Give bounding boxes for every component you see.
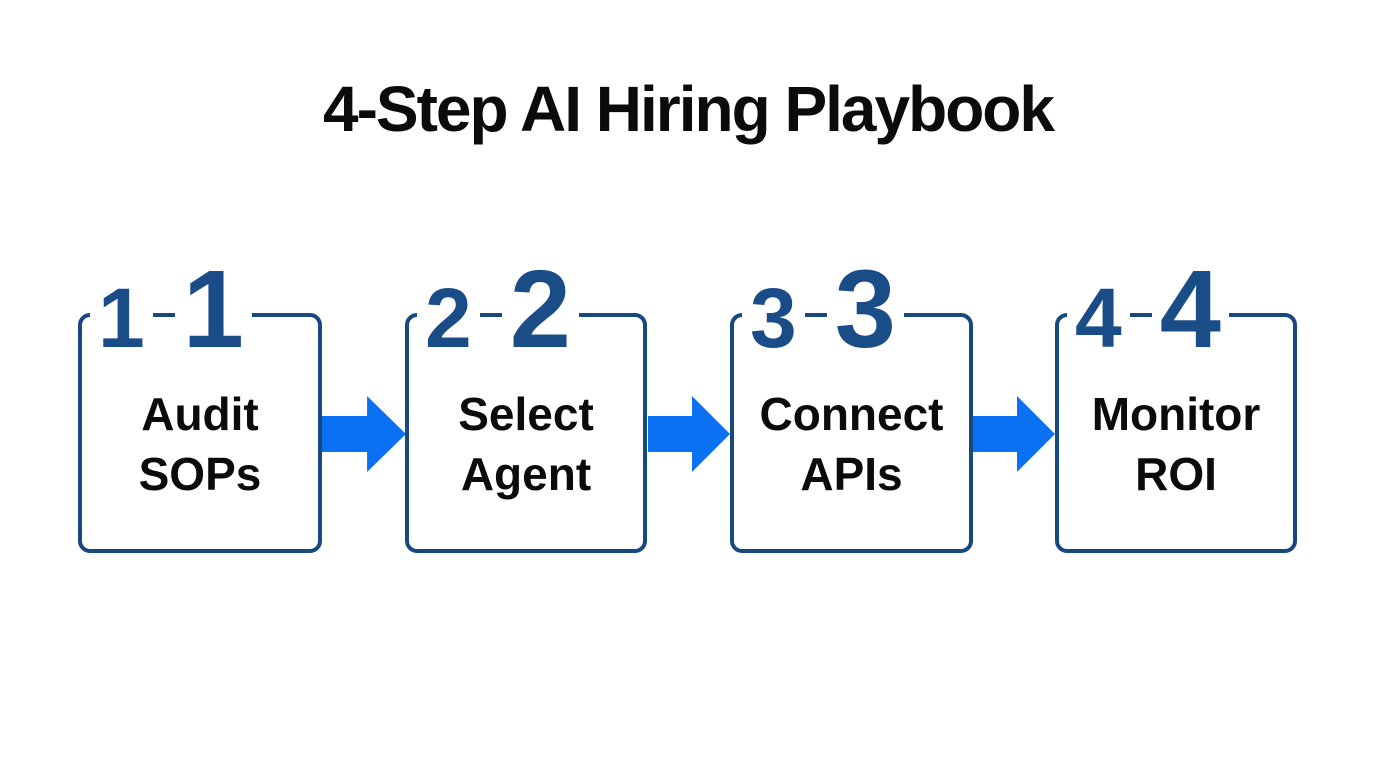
flow-arrow-icon — [322, 396, 406, 472]
step-box-4: 4 4 Monitor ROI — [1055, 255, 1297, 553]
step-number-group: 4 4 — [1067, 255, 1229, 365]
page-title: 4-Step AI Hiring Playbook — [323, 73, 1055, 145]
step-label: Monitor ROI — [1059, 317, 1293, 549]
step-number-small: 1 — [90, 276, 153, 360]
step-number-small: 4 — [1067, 276, 1130, 360]
flow-arrow-icon — [973, 396, 1055, 472]
step-number-large: 2 — [501, 255, 579, 365]
step-box-3: 3 3 Connect APIs — [730, 255, 973, 553]
step-number-group: 3 3 — [742, 255, 904, 365]
step-label-line: APIs — [800, 448, 903, 500]
step-label: Audit SOPs — [82, 317, 318, 549]
step-number-large: 3 — [826, 255, 904, 365]
step-number-group: 2 2 — [417, 255, 579, 365]
step-box-1: 1 1 Audit SOPs — [78, 255, 322, 553]
step-label-line: Audit — [141, 388, 259, 441]
step-label: Connect APIs — [734, 317, 969, 549]
step-number-large: 1 — [174, 255, 252, 365]
step-label-line: Connect — [759, 388, 944, 441]
step-number-small: 3 — [742, 276, 805, 360]
step-label: Select Agent — [409, 317, 643, 549]
step-number-group: 1 1 — [90, 255, 252, 365]
step-box-2: 2 2 Select Agent — [405, 255, 647, 553]
step-number-large: 4 — [1151, 255, 1229, 365]
step-label-line: ROI — [1135, 448, 1217, 500]
step-label-line: SOPs — [138, 448, 262, 500]
flow-arrow-icon — [648, 396, 730, 472]
step-number-small: 2 — [417, 276, 480, 360]
step-label-line: Agent — [460, 448, 592, 500]
step-label-line: Select — [458, 388, 594, 441]
step-label-line: Monitor — [1091, 388, 1261, 441]
